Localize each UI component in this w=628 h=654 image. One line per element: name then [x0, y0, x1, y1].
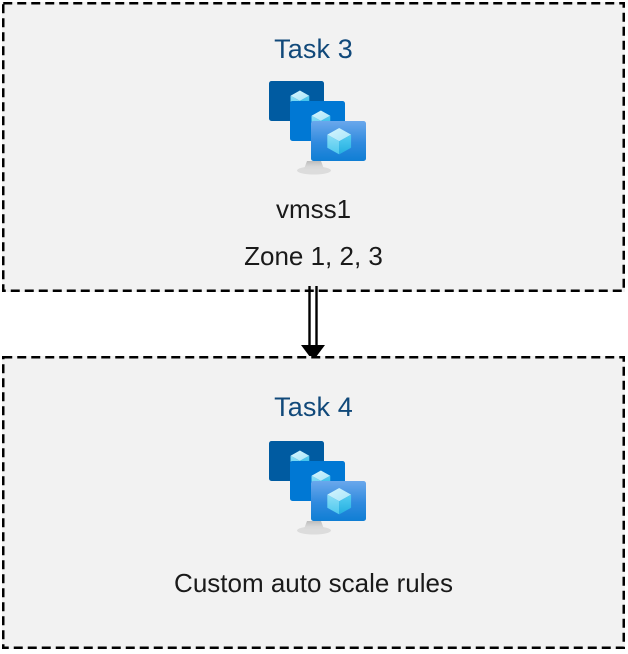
task-box-task3[interactable]: Task 3	[2, 2, 625, 292]
task4-title: Task 4	[274, 392, 353, 422]
task4-label-line1: Custom auto scale rules	[174, 568, 453, 598]
task3-label-line2: Zone 1, 2, 3	[244, 241, 383, 271]
task-box-task4[interactable]: Task 4	[2, 356, 625, 649]
vm-scale-set-icon	[268, 81, 366, 175]
task3-content: Task 3	[2, 2, 625, 292]
task3-title: Task 3	[274, 34, 353, 64]
vm-scale-set-icon	[268, 441, 366, 535]
task4-content: Task 4	[2, 356, 625, 649]
connector-arrow-task3-to-task4	[301, 286, 325, 361]
task3-label-line1: vmss1	[275, 194, 352, 224]
